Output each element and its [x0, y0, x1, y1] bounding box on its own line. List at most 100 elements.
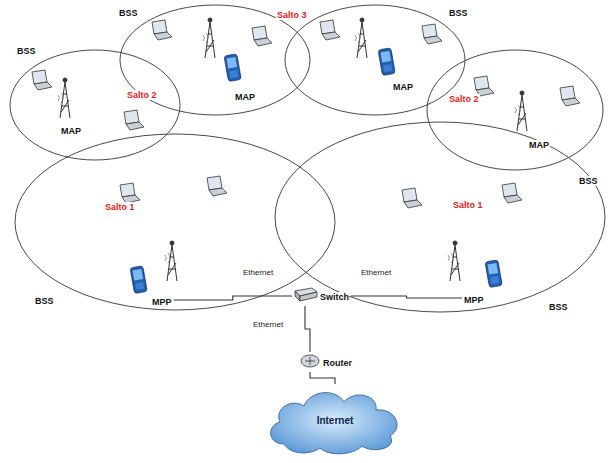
- laptop-icon: [207, 176, 227, 196]
- phone-keys: [490, 276, 499, 284]
- laptop-base: [154, 32, 172, 40]
- laptop-screen: [402, 188, 417, 202]
- laptop-base: [504, 195, 522, 203]
- router-device: Router: [300, 352, 354, 372]
- node-label: Internet: [317, 415, 354, 426]
- antenna-mast: [60, 82, 70, 118]
- laptop-base: [404, 200, 422, 208]
- phone-screen: [380, 51, 391, 62]
- phone-icon: [378, 48, 395, 76]
- ethernet-cable: [351, 296, 462, 298]
- laptop-base: [34, 82, 52, 90]
- antenna-tip: [520, 91, 524, 95]
- antenna-mast: [205, 22, 215, 58]
- phone-body: [224, 54, 241, 82]
- radio-waves: [165, 253, 170, 263]
- switch-device: Switch: [292, 286, 351, 306]
- ethernet-cable: [174, 296, 292, 300]
- wave-arc: [58, 93, 63, 103]
- laptop-screen: [207, 176, 222, 190]
- laptop-base: [322, 32, 340, 40]
- antenna-icon: [517, 91, 527, 131]
- network-label: MAP: [392, 82, 414, 92]
- hop-label: Salto 1: [452, 200, 484, 210]
- phone-body: [485, 260, 502, 288]
- ethernet-cable: [310, 372, 335, 384]
- radio-waves: [203, 33, 208, 43]
- router-arrows: [305, 357, 315, 365]
- antenna-tip: [453, 241, 457, 245]
- bss-area: [120, 5, 310, 115]
- laptop-screen: [320, 20, 335, 34]
- wave-arc: [355, 33, 360, 43]
- laptop-base: [126, 122, 144, 130]
- bss-area: [285, 5, 465, 115]
- hop-label: Salto 2: [448, 94, 480, 104]
- network-label: MAP: [234, 92, 256, 102]
- network-label: BSS: [118, 8, 139, 18]
- laptop-icon: [422, 24, 442, 44]
- laptop-icon: [120, 183, 140, 203]
- mesh-portal: MPP: [462, 288, 486, 308]
- laptop-screen: [560, 86, 575, 100]
- cloud-outline: [271, 393, 397, 454]
- laptop-icon: [502, 183, 522, 203]
- antenna-icon: [205, 18, 215, 58]
- laptop-screen: [252, 26, 267, 40]
- laptop-screen: [502, 183, 517, 197]
- laptop-base: [254, 38, 272, 46]
- laptop-icon: [402, 188, 422, 208]
- antenna-mast: [450, 245, 460, 281]
- laptop-icon: [560, 86, 580, 106]
- wave-arc: [448, 253, 453, 263]
- antenna-tip: [170, 241, 174, 245]
- switch-icon: [292, 286, 318, 304]
- phone-keys: [135, 282, 144, 290]
- wave-arc: [515, 105, 520, 115]
- edge-label: Ethernet: [242, 268, 274, 277]
- antenna-icon: [450, 241, 460, 281]
- phone-body: [130, 266, 147, 294]
- laptop-screen: [124, 110, 139, 124]
- antenna-mast: [357, 22, 367, 58]
- hop-label: Salto 1: [104, 202, 136, 212]
- internet-cloud: Internet: [262, 384, 408, 456]
- node-label: Router: [323, 358, 352, 368]
- network-label: BSS: [16, 46, 37, 56]
- bss-area: [10, 50, 180, 160]
- antenna-mast: [517, 95, 527, 131]
- wave-arc: [165, 253, 170, 263]
- phone-screen: [226, 57, 237, 68]
- switch-front: [300, 292, 317, 301]
- network-label: BSS: [448, 8, 469, 18]
- laptop-icon: [124, 110, 144, 130]
- network-label: BSS: [34, 296, 55, 306]
- antenna-icon: [60, 78, 70, 118]
- laptop-screen: [422, 24, 437, 38]
- bss-area: [275, 122, 605, 312]
- laptop-icon: [152, 20, 172, 40]
- switch-side: [295, 291, 300, 301]
- network-label: MAP: [60, 126, 82, 136]
- antenna-icon: [167, 241, 177, 281]
- radio-waves: [448, 253, 453, 263]
- node-label: MPP: [152, 297, 172, 307]
- bss-area: [15, 134, 335, 310]
- hop-label: Salto 3: [276, 10, 308, 20]
- antenna-icon: [357, 18, 367, 58]
- laptop-base: [562, 98, 580, 106]
- phone-icon: [130, 266, 147, 294]
- radio-waves: [355, 33, 360, 43]
- laptop-screen: [32, 70, 47, 84]
- phone-keys: [383, 64, 392, 72]
- phone-body: [378, 48, 395, 76]
- laptop-icon: [252, 26, 272, 46]
- phone-icon: [485, 260, 502, 288]
- laptop-base: [209, 188, 227, 196]
- laptop-base: [424, 36, 442, 44]
- laptop-screen: [152, 20, 167, 34]
- laptop-screen: [474, 76, 489, 90]
- router-body: [301, 355, 319, 367]
